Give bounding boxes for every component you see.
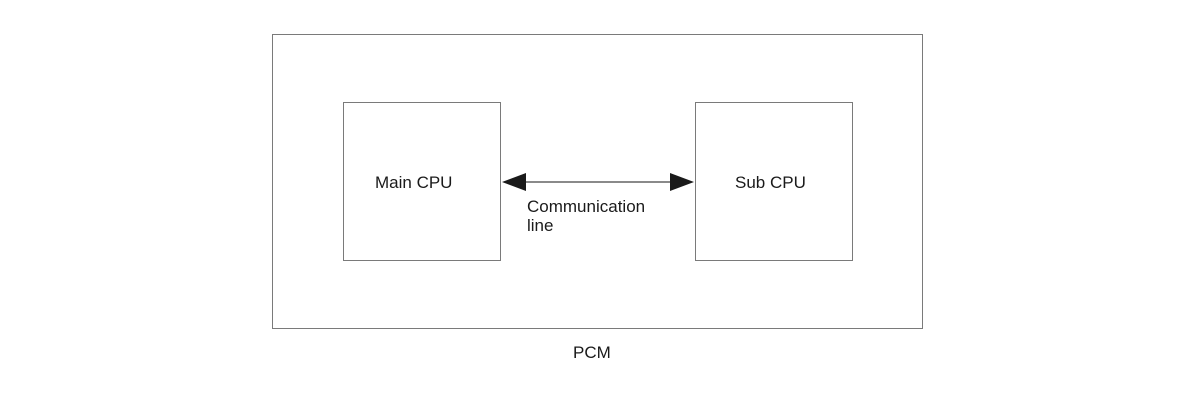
pcm-outline (272, 34, 923, 329)
sub-cpu-label: Sub CPU (735, 173, 806, 192)
communication-line-label-line1: Communication (527, 197, 646, 216)
arrowhead-left (502, 173, 526, 191)
sub-cpu-box (695, 102, 853, 261)
communication-line-label: Communication line (527, 197, 645, 235)
communication-line-arrow (502, 173, 694, 191)
main-cpu-label: Main CPU (375, 173, 453, 192)
arrowhead-right (670, 173, 694, 191)
communication-line-label-line2: line (527, 216, 554, 235)
main-cpu-box (343, 102, 501, 261)
pcm-label: PCM (573, 343, 611, 362)
